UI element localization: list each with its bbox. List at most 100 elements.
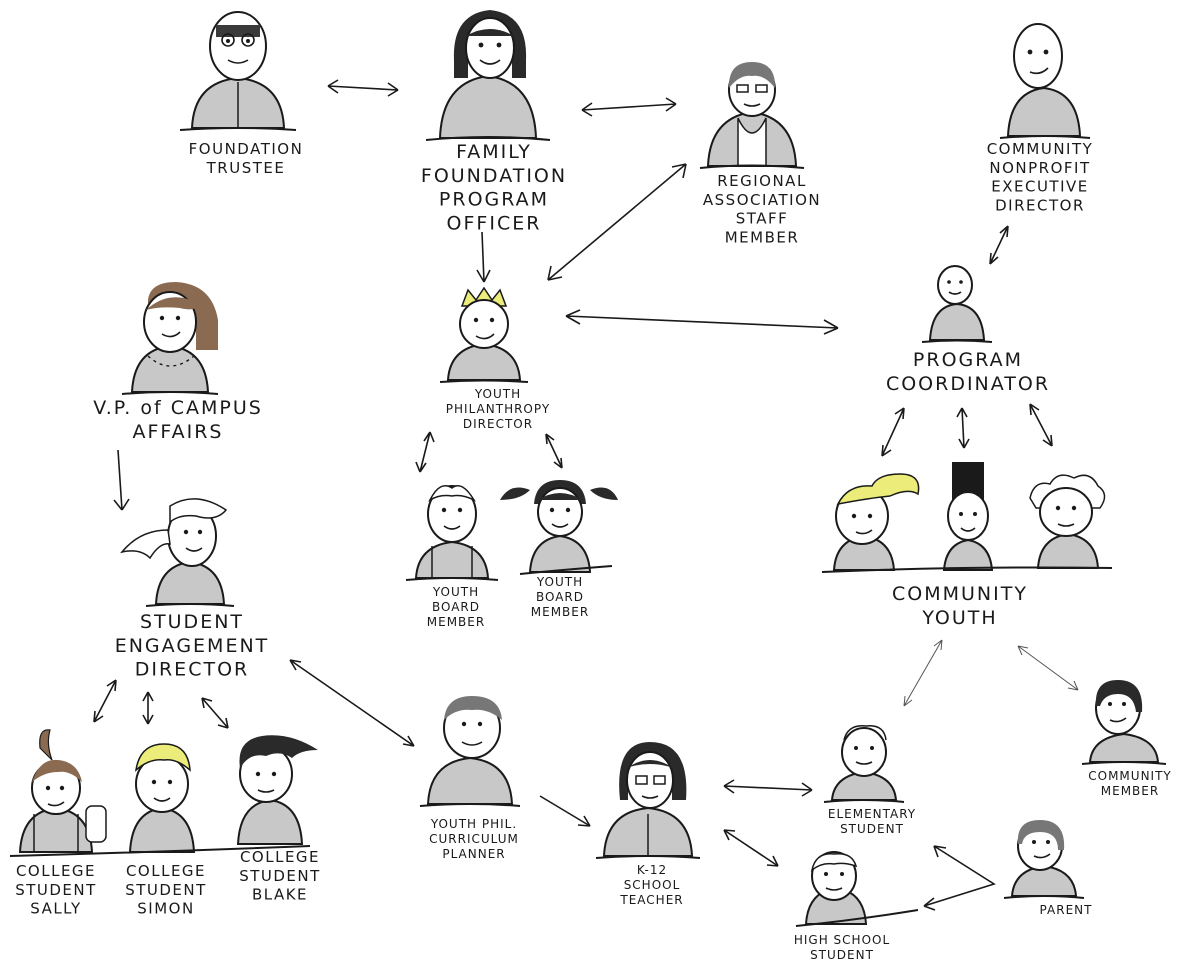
arrow-coordinator-youth-curly (1029, 403, 1053, 447)
figure-youth-phil-director (439, 286, 529, 383)
label-line: SALLY (30, 900, 81, 918)
arrow-planner-teacher (539, 795, 591, 827)
label-line: YOUTH (536, 575, 583, 589)
label-line: PROGRAM (913, 349, 1023, 371)
label-line: CURRICULUM (429, 832, 519, 846)
figure-youth-board-member-1 (405, 485, 499, 581)
label-line: V.P. of CAMPUS (93, 397, 263, 419)
label-line: COMMUNITY (987, 140, 1094, 158)
label-line: HIGH SCHOOL (794, 933, 890, 947)
label-line: NONPROFIT (989, 159, 1090, 177)
arrow-engagement-sally (93, 679, 117, 723)
label-line: STAFF (736, 210, 789, 228)
label-line: BOARD (536, 590, 584, 604)
figure-student-engagement-director (120, 498, 235, 607)
label-line: OFFICER (447, 212, 542, 234)
arrow-youth-director-coordinator (565, 309, 839, 335)
label-line: K-12 (637, 863, 667, 877)
label-line: PLANNER (442, 847, 505, 861)
figure-college-blake (236, 735, 318, 845)
label-line: YOUTH (921, 607, 997, 629)
label-line: ENGAGEMENT (115, 635, 270, 657)
label-line: STUDENT (840, 822, 904, 836)
figure-community-member (1081, 680, 1167, 765)
figure-high-school-student (795, 851, 919, 927)
label-line: MEMBER (531, 605, 589, 619)
label-line: DIRECTOR (995, 196, 1085, 214)
figure-community-youth-girl (832, 473, 920, 571)
label-line: TEACHER (619, 893, 683, 907)
figure-regional-association (699, 62, 805, 169)
label-line: STUDENT (140, 611, 244, 633)
label-line: COLLEGE (16, 862, 96, 880)
label-line: MEMBER (725, 228, 800, 246)
label-line: BOARD (432, 600, 480, 614)
label-line: ASSOCIATION (703, 191, 821, 209)
label-line: COMMUNITY (892, 583, 1028, 605)
label-line: COLLEGE (126, 862, 206, 880)
arrow-officer-regional (581, 97, 677, 117)
label-line: SCHOOL (624, 878, 681, 892)
arrow-vp-engagement (113, 449, 130, 511)
label-line: AFFAIRS (133, 421, 224, 443)
label-line: PARENT (1040, 903, 1093, 917)
label-line: FOUNDATION (421, 165, 567, 187)
arrow-trustee-officer (327, 79, 399, 97)
label-line: STUDENT (15, 881, 97, 899)
label-line: YOUTH (474, 387, 521, 401)
label-line: TRUSTEE (206, 159, 286, 177)
label-line: YOUTH PHIL. (430, 817, 517, 831)
figure-program-officer (425, 10, 551, 141)
arrow-teacher-highschool (723, 829, 779, 867)
arrow-officer-youth-director (476, 231, 491, 283)
figure-youth-board-member-2 (500, 480, 618, 575)
label-line: STUDENT (125, 881, 207, 899)
figure-community-youth-tall-hair (942, 462, 994, 571)
arrow-regional-youth-director (547, 163, 687, 281)
label-line: COLLEGE (240, 848, 320, 866)
label-line: FAMILY (456, 141, 532, 163)
arrow-nonprofit-coordinator (989, 225, 1009, 265)
label-line: PROGRAM (439, 189, 549, 211)
label-line: FOUNDATION (189, 140, 304, 158)
arrow-engagement-blake (201, 697, 229, 729)
label-line: MEMBER (1101, 784, 1159, 798)
label-line: BLAKE (252, 886, 308, 904)
figure-elementary-student (823, 725, 905, 803)
connector-arrows (93, 79, 1079, 911)
label-line: ELEMENTARY (828, 807, 916, 821)
figure-community-youth-curly (1029, 474, 1106, 569)
label-line: DIRECTOR (463, 417, 533, 431)
arrow-parent-elementary-highschool (923, 845, 996, 911)
figure-school-teacher (595, 742, 701, 859)
arrow-teacher-elementary (723, 779, 813, 797)
label-line: STUDENT (239, 867, 321, 885)
arrow-engagement-planner (289, 659, 415, 747)
arrow-coordinator-youth-girl (881, 407, 905, 457)
label-line: COMMUNITY (1088, 769, 1172, 783)
label-line: YOUTH (432, 585, 479, 599)
label-line: EXECUTIVE (991, 178, 1089, 196)
label-line: COORDINATOR (886, 373, 1050, 395)
label-line: PHILANTHROPY (446, 402, 550, 416)
figure-program-coordinator (921, 265, 993, 343)
label-parent: PARENT (1040, 903, 1093, 917)
arrow-youth-director-board2 (545, 433, 563, 469)
label-line: STUDENT (810, 948, 874, 962)
